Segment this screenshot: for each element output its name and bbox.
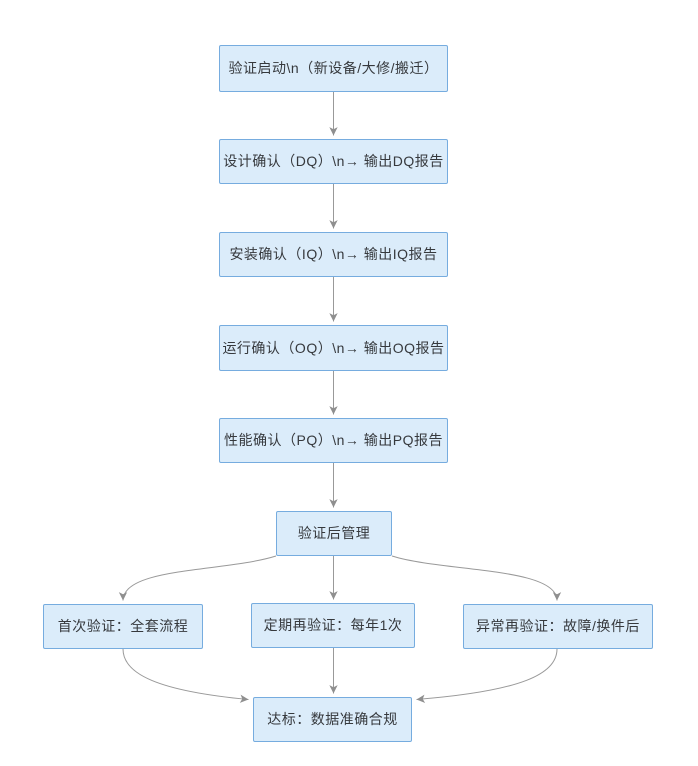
flow-node-label: 性能确认（PQ）\n→ 输出PQ报告 (223, 432, 444, 449)
flow-node-label: 定期再验证：每年1次 (263, 617, 403, 634)
flow-node-performance-qualification[interactable]: 性能确认（PQ）\n→ 输出PQ报告 (219, 418, 448, 463)
flow-node-design-qualification[interactable]: 设计确认（DQ）\n→ 输出DQ报告 (219, 139, 448, 184)
flow-node-post-validation-management[interactable]: 验证后管理 (276, 511, 392, 556)
flow-node-installation-qualification[interactable]: 安装确认（IQ）\n→ 输出IQ报告 (219, 232, 448, 277)
flow-node-label: 异常再验证：故障/换件后 (476, 618, 640, 635)
flow-node-abnormal-revalidation[interactable]: 异常再验证：故障/换件后 (463, 604, 653, 649)
flow-node-label: 设计确认（DQ）\n→ 输出DQ报告 (223, 153, 444, 170)
flow-node-label: 运行确认（OQ）\n→ 输出OQ报告 (222, 339, 445, 356)
flow-node-label: 验证后管理 (297, 525, 371, 542)
flow-node-label: 首次验证：全套流程 (57, 618, 189, 635)
edge-post-first (118, 555, 277, 601)
flow-node-first-validation[interactable]: 首次验证：全套流程 (43, 604, 203, 649)
flow-node-validation-start[interactable]: 验证启动\n（新设备/大修/搬迁） (219, 45, 448, 92)
edge-abnormal-target (416, 648, 558, 703)
edge-post-abnormal (391, 555, 562, 601)
flow-node-periodic-revalidation[interactable]: 定期再验证：每年1次 (251, 603, 415, 648)
flow-node-operational-qualification[interactable]: 运行确认（OQ）\n→ 输出OQ报告 (219, 325, 448, 371)
flow-node-label: 安装确认（IQ）\n→ 输出IQ报告 (229, 246, 438, 263)
flow-node-label: 达标：数据准确合规 (267, 711, 398, 728)
edge-first-target (122, 648, 249, 703)
flow-node-compliance-target[interactable]: 达标：数据准确合规 (253, 697, 412, 742)
flow-node-label: 验证启动\n（新设备/大修/搬迁） (228, 60, 439, 77)
